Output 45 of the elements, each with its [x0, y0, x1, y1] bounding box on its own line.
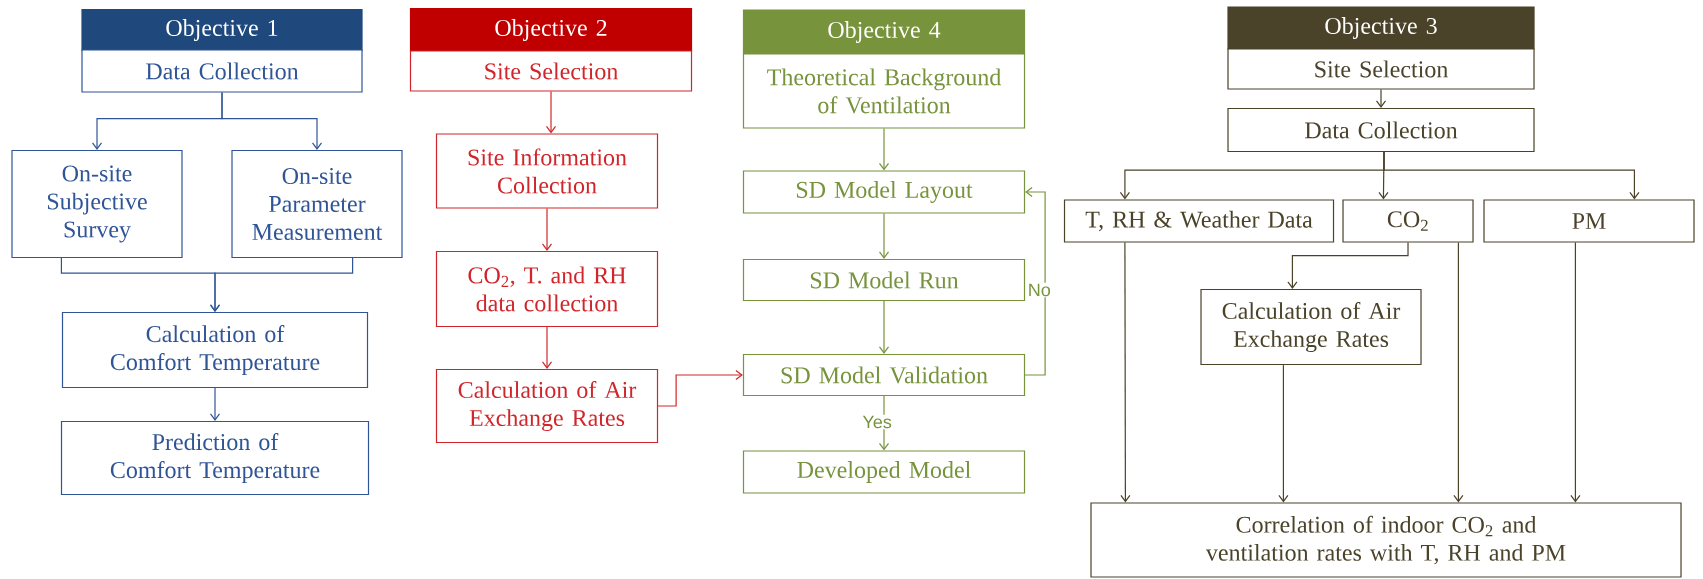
arrow: [1024, 186, 1046, 376]
arrow: [541, 326, 553, 369]
arrow: [209, 257, 354, 312]
process-box: Site Selection: [409, 50, 693, 92]
process-box: Correlation of indoor CO$_{2}$ and ventilation rates with T, RH and PM: [1090, 502, 1682, 578]
arrow: [657, 369, 743, 407]
process-box: Site Selection: [1227, 48, 1535, 90]
arrow: [1383, 151, 1640, 200]
arrow: [221, 92, 323, 150]
objective-header: Objective 3: [1227, 6, 1535, 50]
process-box: Calculation of Air Exchange Rates: [1200, 288, 1422, 366]
process-box: On-site Parameter Measurement: [231, 149, 403, 259]
arrow: [1570, 242, 1581, 503]
arrow: [1287, 242, 1409, 289]
process-box: Data Collection: [81, 49, 363, 93]
arrow: [545, 91, 557, 134]
process-box: SD Model Layout: [742, 170, 1026, 214]
objective-header: Objective 2: [409, 7, 693, 53]
process-box: SD Model Validation: [742, 353, 1026, 397]
process-box: CO$_{2}$, T. and RH data collection: [435, 250, 659, 328]
process-box: T, RH & Weather Data: [1063, 199, 1335, 243]
process-box: Prediction of Comfort Temperature: [60, 420, 370, 496]
arrow: [1120, 242, 1131, 503]
arrow: [209, 387, 221, 421]
process-box: PM: [1483, 199, 1695, 243]
process-box: Site Information Collection: [435, 133, 659, 209]
process-box: On-site Subjective Survey: [11, 149, 183, 259]
arrow: [1375, 89, 1387, 108]
arrow: [878, 300, 890, 354]
edge-label: Yes: [861, 414, 893, 430]
edge-label: No: [1026, 282, 1052, 298]
arrow: [1278, 364, 1289, 503]
objective-header: Objective 4: [742, 9, 1026, 55]
arrow: [1453, 242, 1464, 503]
objective-header: Objective 1: [81, 8, 363, 52]
process-box: Calculation of Comfort Temperature: [61, 311, 369, 389]
process-box: Data Collection: [1227, 107, 1535, 153]
arrow: [878, 213, 890, 259]
arrow: [878, 128, 890, 171]
process-box: CO$_{2}$: [1342, 199, 1474, 243]
arrow: [541, 208, 553, 251]
process-box: Calculation of Air Exchange Rates: [435, 368, 659, 444]
process-box: Developed Model: [742, 450, 1026, 494]
process-box: Theoretical Background of Ventilation: [742, 53, 1026, 129]
process-box: SD Model Run: [742, 258, 1026, 302]
